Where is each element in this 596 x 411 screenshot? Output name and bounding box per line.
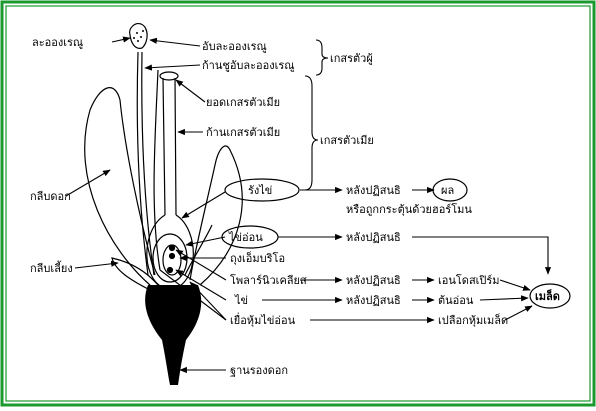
inner-border [5,5,591,402]
brace-stamen [315,39,329,76]
pollen-dot [142,30,144,32]
label-integument: เยื่อหุ้มไข่อ่อน [230,312,296,327]
pollen-dot [137,40,139,42]
petal-left [84,87,156,286]
arrow-egg [175,269,227,301]
ovals [221,178,571,309]
brace-pistil [304,75,319,191]
label-pollen-grain: ละอองเรณู [32,36,83,49]
flow-embryo-seed [479,295,529,302]
pollen-dot [133,37,135,39]
arrow-integument [189,281,227,321]
braces [304,39,329,191]
label-filament: ก้านชูอับละอองเรณู [202,59,295,72]
pollen-dot [136,32,138,34]
label-after-fert-1: หลังปฏิสนธิ [346,184,401,197]
stamen-inner [184,224,213,276]
oval-seed [529,283,571,309]
label-seed-coat: เปลือกหุ้มเมล็ด [438,313,508,327]
style-left-edge [162,77,166,216]
label-embryo: ต้นอ่อน [438,294,474,307]
label-endosperm: เอนโดสเปิร์ม [438,273,500,287]
flower-drawing [84,51,243,291]
arrow-sepal [74,260,119,269]
anther-shape [129,23,148,49]
style-right-edge [174,77,177,216]
polar-nucleus-dot-2 [168,252,176,260]
arrow-ovule [185,236,226,247]
oval-ovary [224,178,300,202]
pollen-dot [140,36,142,38]
egg-dot [166,266,174,274]
label-pistil: เกสรตัวเมีย [320,134,374,147]
label-fruit: ผล [441,184,454,197]
label-seed: เมล็ด [535,289,560,303]
label-anther: อับละอองเรณู [202,40,267,53]
label-after-fert-2: หลังปฏิสนธิ [346,231,401,244]
pollen-dots [133,30,144,42]
label-sepal: กลีบเลี้ยง [30,260,73,275]
oval-ovule [221,225,279,249]
sepal-left [111,257,159,291]
oval-fruit [432,178,468,202]
label-or-hormone: หรือถูกกระตุ้นด้วยฮอร์โมน [346,202,472,216]
arrow-integument-2 [159,269,227,321]
label-after-fert-3: หลังปฏิสนธิ [346,274,401,287]
pointer-lines [65,36,552,374]
label-ovary: รังไข่ [248,184,272,197]
petal-right [189,145,243,286]
filament-shape-2 [141,51,155,276]
label-embryo-sac: ถุงเอ็มบริโอ [230,251,285,265]
label-stigma: ยอดเกสรตัวเมีย [206,96,280,109]
label-after-fert-4: หลังปฏิสนธิ [346,294,401,307]
arrow-ovary [181,191,226,219]
flow-ovule-seed [412,236,552,275]
label-petal: กลีบดอก [30,190,71,203]
label-style: ก้านเกสรตัวเมีย [206,126,280,139]
arrow-polar [175,249,227,281]
arrow-pollen [111,36,131,43]
flow-seedcoat-seed [504,305,533,321]
arrow-stigma [175,79,206,103]
label-polar-nuclei: โพลาร์นิวเคลียส [230,273,307,287]
arrow-anther [149,37,201,47]
label-ovule: ไข่อ่อน [228,231,263,244]
arrow-petal [65,169,111,197]
receptacle-shape [145,285,202,385]
flow-endosperm-seed [499,279,531,291]
label-egg: ไข่ [234,294,248,307]
label-stamen: เกสรตัวผู้ [330,52,373,65]
filament-second [153,69,161,271]
label-receptacle: ฐานรองดอก [230,364,288,377]
stigma-shape [159,71,179,81]
polar-nucleus-dot [168,244,176,252]
filament-shape [136,51,149,276]
arrow-filament [144,64,201,71]
